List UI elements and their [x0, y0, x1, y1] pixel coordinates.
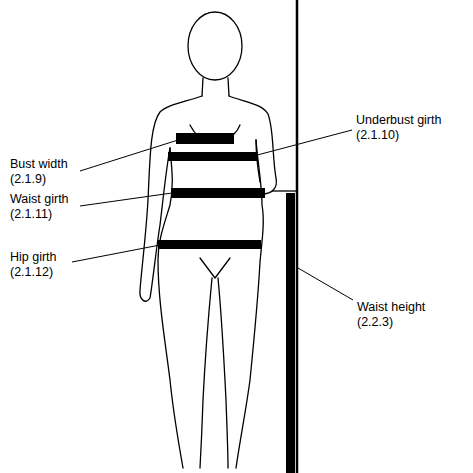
measurement-label: Underbust girth (2.1.10) — [356, 113, 460, 143]
neck — [202, 78, 229, 96]
waist-height-bar — [286, 193, 295, 473]
hip-band — [158, 240, 261, 249]
wall-line — [296, 0, 299, 473]
head — [188, 12, 242, 80]
crotch — [200, 258, 230, 278]
leader-line — [80, 193, 172, 206]
bust-width-band — [176, 133, 234, 144]
leader-line — [298, 268, 353, 300]
measurement-label: Bust width (2.1.9) — [10, 157, 82, 187]
measurement-label: Hip girth (2.1.12) — [10, 250, 74, 280]
leader-line — [80, 140, 178, 171]
waist-band — [171, 188, 265, 198]
right-arm — [229, 96, 276, 194]
leader-line — [246, 130, 352, 158]
measure-bands — [158, 133, 265, 249]
underbust-band — [168, 152, 258, 161]
waist-height-tick — [272, 190, 296, 191]
leader-line — [72, 245, 160, 262]
measurement-label: Waist girth (2.1.11) — [10, 192, 82, 222]
inner-legs — [200, 278, 228, 468]
leader-lines — [72, 130, 353, 300]
body-outline — [140, 12, 276, 468]
measurement-label: Waist height (2.2.3) — [357, 300, 453, 330]
